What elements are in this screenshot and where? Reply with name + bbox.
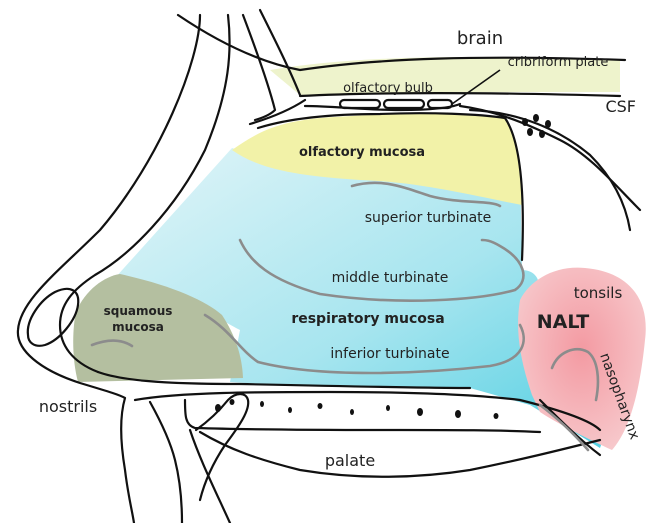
label-olfactory-bulb: olfactory bulb <box>343 81 433 96</box>
label-superior-turbinate: superior turbinate <box>365 210 492 226</box>
label-respiratory-mucosa: respiratory mucosa <box>291 311 444 327</box>
label-middle-turbinate: middle turbinate <box>332 270 449 286</box>
label-inferior-turbinate: inferior turbinate <box>330 346 449 362</box>
label-nalt: NALT <box>537 311 590 333</box>
label-palate: palate <box>325 451 375 470</box>
label-brain: brain <box>457 28 503 49</box>
label-nostrils: nostrils <box>39 397 97 416</box>
label-squamous-mucosa-2: mucosa <box>112 320 164 334</box>
label-csf: CSF <box>605 97 636 116</box>
label-olfactory-mucosa: olfactory mucosa <box>299 145 425 160</box>
label-tonsils: tonsils <box>574 284 623 302</box>
label-cribriform-plate: cribriform plate <box>508 55 609 70</box>
label-squamous-mucosa-1: squamous <box>104 304 173 318</box>
